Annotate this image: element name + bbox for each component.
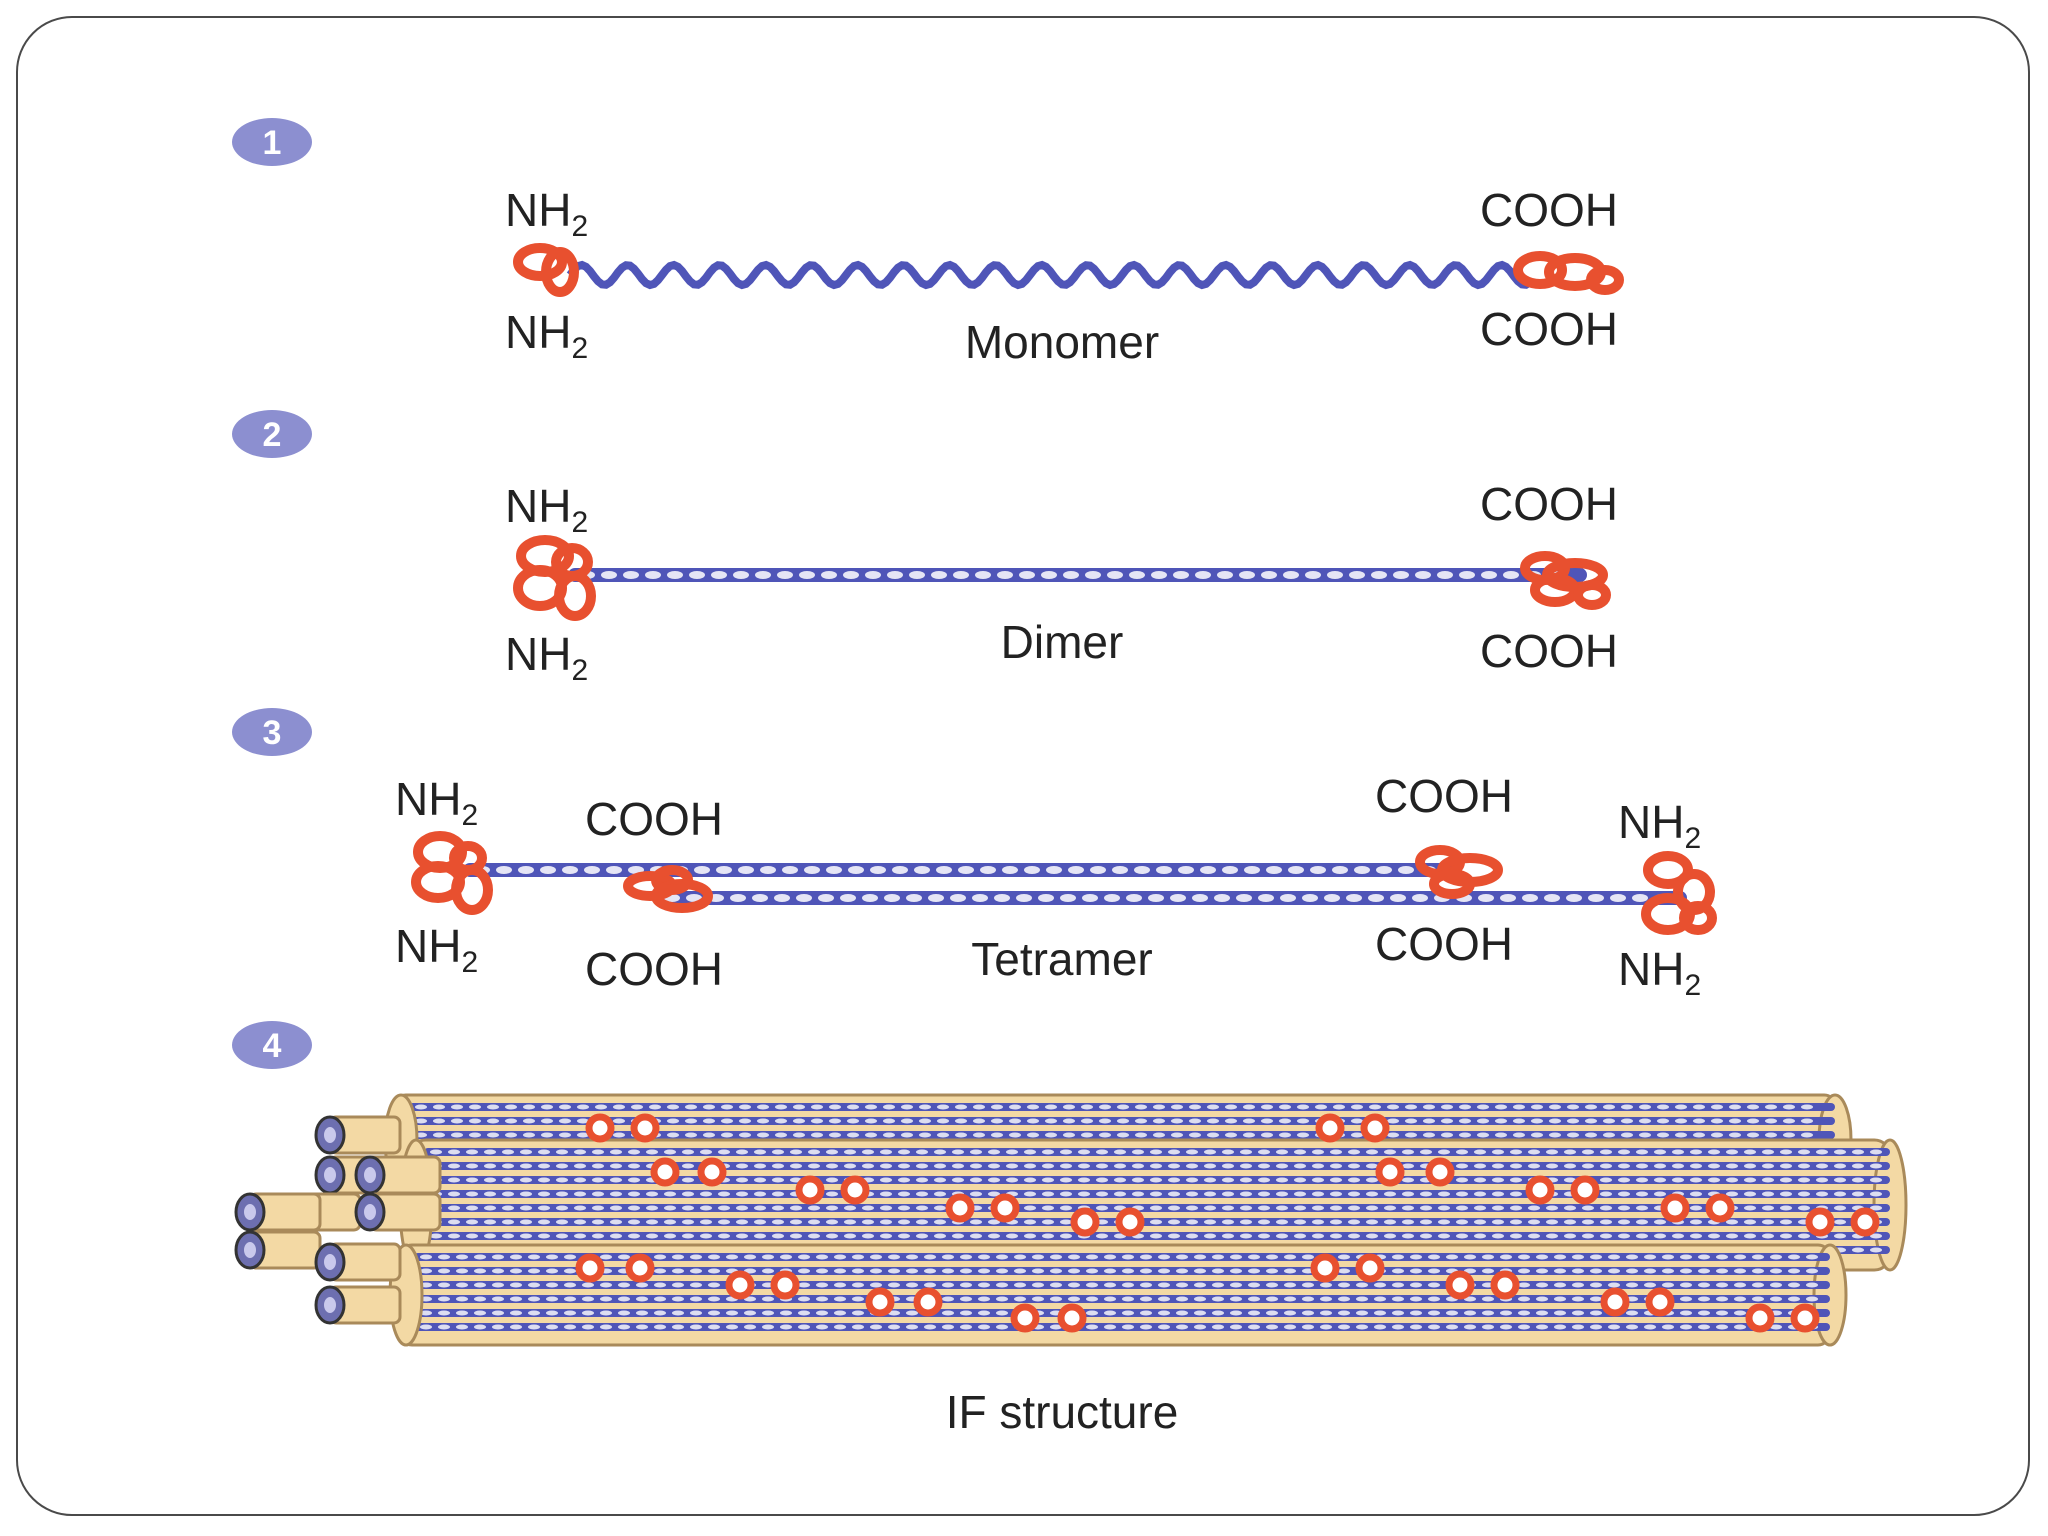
step-badge-2: 2 [232, 410, 312, 458]
label-inner-left-cooh-top: COOH [585, 793, 723, 845]
label-nh2-top: NH2 [505, 184, 588, 243]
step-1-monomer: 1 NH2 NH2 COOH COOH Monomer [232, 118, 1624, 368]
label-nh2-bottom: NH2 [505, 306, 588, 365]
label-nh2-top: NH2 [505, 480, 588, 539]
cooh-head [1513, 251, 1624, 295]
caption-monomer: Monomer [965, 316, 1159, 368]
step-badge-1: 1 [232, 118, 312, 166]
filament-front [398, 1138, 1908, 1272]
head-domain-markers [575, 1113, 1880, 1333]
tetramer-rope-top [463, 863, 1457, 877]
label-nh2-bottom: NH2 [505, 628, 588, 687]
caption-tetramer: Tetramer [971, 933, 1152, 985]
badge-circle [232, 708, 312, 756]
caption-dimer: Dimer [1001, 616, 1124, 668]
badge-number: 3 [263, 714, 282, 752]
tetramer-heads [411, 831, 1717, 935]
intermediate-filament [234, 1093, 1908, 1347]
label-far-right-nh2-top: NH2 [1618, 796, 1701, 855]
label-cooh-bottom: COOH [1480, 303, 1618, 355]
step-2-dimer: 2 NH2 NH2 COOH COOH Dimer [232, 410, 1618, 687]
badge-circle [232, 1021, 312, 1069]
badge-number: 2 [263, 416, 282, 454]
filament-end-bundle [234, 1115, 442, 1325]
badge-number: 4 [263, 1027, 282, 1065]
tetramer-coiled-coils [463, 863, 1687, 905]
caption-if-structure: IF structure [946, 1386, 1179, 1438]
label-far-right-nh2-bottom: NH2 [1618, 943, 1701, 1002]
badge-number: 1 [263, 124, 282, 162]
label-far-left-nh2-top: NH2 [395, 773, 478, 832]
nh2-heads [513, 535, 596, 621]
label-far-left-nh2-bottom: NH2 [395, 920, 478, 979]
badge-circle [232, 410, 312, 458]
dimer-coiled-coil [568, 568, 1587, 582]
tetramer-rope-bottom [653, 891, 1687, 905]
label-inner-right-cooh-top: COOH [1375, 770, 1513, 822]
dimer-rope [568, 568, 1587, 582]
step-3-tetramer: 3 NH2 NH2 COOH COOH COOH COOH NH2 NH2 Te… [232, 708, 1717, 1002]
label-inner-left-cooh-bottom: COOH [585, 943, 723, 995]
label-cooh-top: COOH [1480, 478, 1618, 530]
cooh-heads [1520, 551, 1611, 610]
step-badge-4: 4 [232, 1021, 312, 1069]
monomer-chain [566, 260, 1533, 290]
step-badge-3: 3 [232, 708, 312, 756]
nh2-head [513, 243, 579, 297]
badge-circle [232, 118, 312, 166]
label-inner-right-cooh-bottom: COOH [1375, 918, 1513, 970]
label-cooh-bottom: COOH [1480, 625, 1618, 677]
step-4-if-structure: 4 IF structure [232, 1021, 1908, 1438]
label-cooh-top: COOH [1480, 184, 1618, 236]
